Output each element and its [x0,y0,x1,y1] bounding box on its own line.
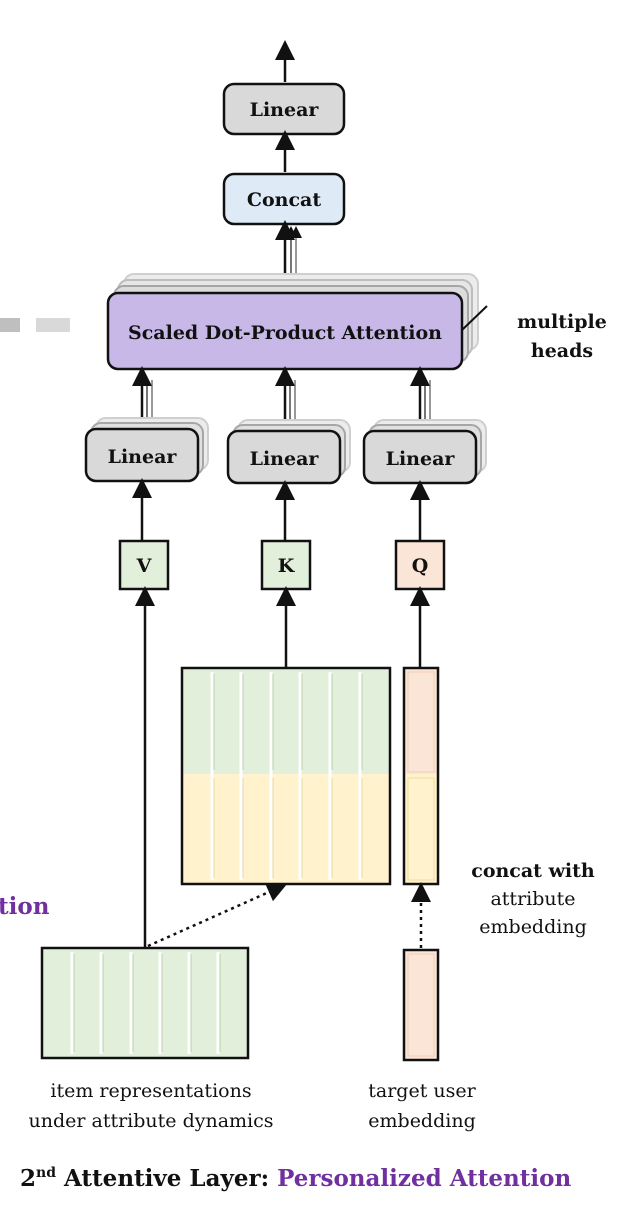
concat-annotation-line2: attribute [490,888,575,910]
v-label: V [136,555,153,577]
cropped-gray-block-1 [0,318,20,332]
user-embedding-fill [404,950,438,1060]
key-matrix [180,666,392,886]
multiple-heads-line2: heads [531,340,593,362]
top-linear-box: Linear [222,82,346,136]
linear-k-label: Linear [250,448,320,470]
linear-v-block: Linear [84,417,209,483]
item-representations-label-line2: under attribute dynamics [28,1110,273,1132]
key-matrix-yellow-half [182,774,390,884]
key-matrix-green-half [182,668,390,774]
caption-superscript: nd [36,1165,56,1181]
item-representations-matrix [40,946,250,1060]
linear-q-label: Linear [386,448,456,470]
item-matrix-fill [42,948,248,1058]
k-box: K [260,539,312,591]
v-rect [118,539,170,591]
top-linear-label: Linear [250,99,320,121]
figure-caption: 2nd Attentive Layer: Personalized Attent… [20,1165,571,1192]
items-to-matrix-dotted-arrow [147,882,288,948]
attention-label: Scaled Dot-Product Attention [128,322,442,344]
concat-annotation-line3: embedding [479,916,586,938]
target-user-label-line1: target user [368,1080,476,1102]
linear-v-label: Linear [108,446,178,468]
q-rect [394,539,446,591]
concat-box: Concat [222,172,346,226]
caption-layer: Attentive Layer: [56,1165,277,1192]
cropped-gray-block-2 [36,318,70,332]
k-label: K [278,555,296,577]
k-rect [260,539,312,591]
multiple-heads-line1: multiple [517,311,607,333]
linear-q-block: Linear [362,419,487,485]
q-label: Q [412,555,429,577]
caption-ordinal: 2 [20,1165,36,1192]
q-box: Q [394,539,446,591]
query-vector [402,666,440,886]
query-vector-peach-half [404,668,438,774]
user-embedding-border [402,948,440,1062]
target-user-label-line2: embedding [368,1110,475,1132]
key-matrix-column-edges [213,674,363,770]
attention-block: Scaled Dot-Product Attention [106,273,479,371]
v-box: V [118,539,170,591]
query-vector-yellow-half [404,774,438,884]
item-matrix-border [40,946,250,1060]
target-user-embedding [402,948,440,1062]
caption-accent: Personalized Attention [277,1165,571,1192]
multiple-heads-annotation: multiple heads [461,305,607,362]
concat-attribute-annotation: concat with attribute embedding [471,860,595,938]
multiple-heads-tick [461,305,488,331]
key-matrix-columns [210,672,362,880]
linear-k-block: Linear [226,419,351,485]
concat-label: Concat [247,189,321,211]
cropped-left-fragments: tion [0,318,70,920]
cropped-left-text: tion [0,893,50,920]
item-representations-label-line1: item representations [50,1080,251,1102]
concat-annotation-line1: concat with [471,860,595,882]
